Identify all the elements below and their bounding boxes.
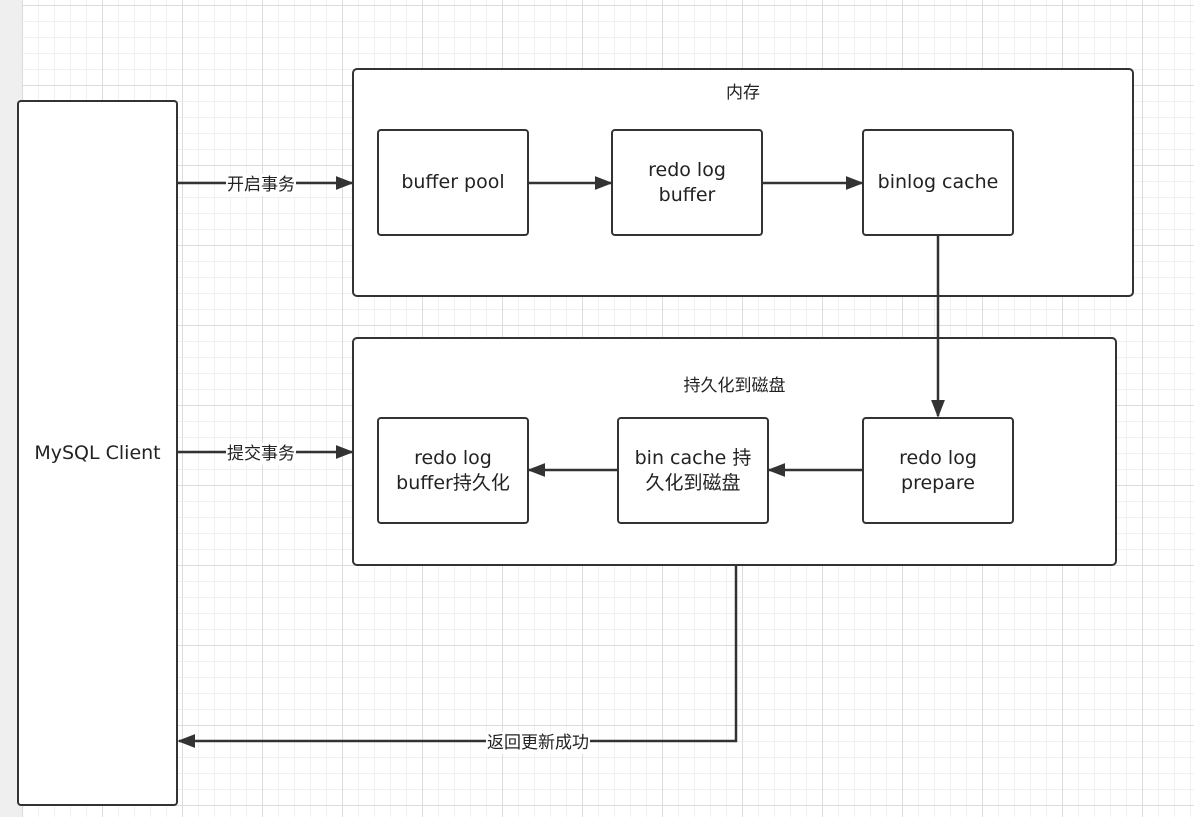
- bin-cache-persist-label: bin cache 持 久化到磁盘: [634, 446, 752, 494]
- binlog-cache-label: binlog cache: [877, 171, 999, 193]
- bin-cache-persist-node[interactable]: bin cache 持 久化到磁盘: [617, 417, 769, 524]
- canvas-left-margin: [0, 0, 22, 817]
- buffer-pool-node[interactable]: buffer pool: [377, 129, 529, 236]
- redo-log-persist-node[interactable]: redo log buffer持久化: [377, 417, 529, 524]
- memory-container-title: 内存: [726, 83, 760, 103]
- redo-log-persist-label: redo log buffer持久化: [396, 446, 510, 494]
- disk-container-title: 持久化到磁盘: [683, 376, 786, 396]
- mysql-client-node[interactable]: MySQL Client: [17, 100, 178, 806]
- redo-log-buffer-label: redo log buffer: [648, 158, 726, 206]
- edge-label-commit-transaction: 提交事务: [226, 443, 296, 465]
- redo-log-buffer-node[interactable]: redo log buffer: [611, 129, 763, 236]
- edge-return-update-success[interactable]: [177, 566, 738, 748]
- binlog-cache-node[interactable]: binlog cache: [862, 129, 1014, 236]
- mysql-client-label: MySQL Client: [34, 441, 161, 464]
- buffer-pool-label: buffer pool: [401, 171, 505, 193]
- redo-log-prepare-label: redo log prepare: [899, 446, 977, 494]
- redo-log-prepare-node[interactable]: redo log prepare: [862, 417, 1014, 524]
- edge-label-return-update-success: 返回更新成功: [486, 732, 590, 754]
- edge-label-begin-transaction: 开启事务: [226, 174, 296, 196]
